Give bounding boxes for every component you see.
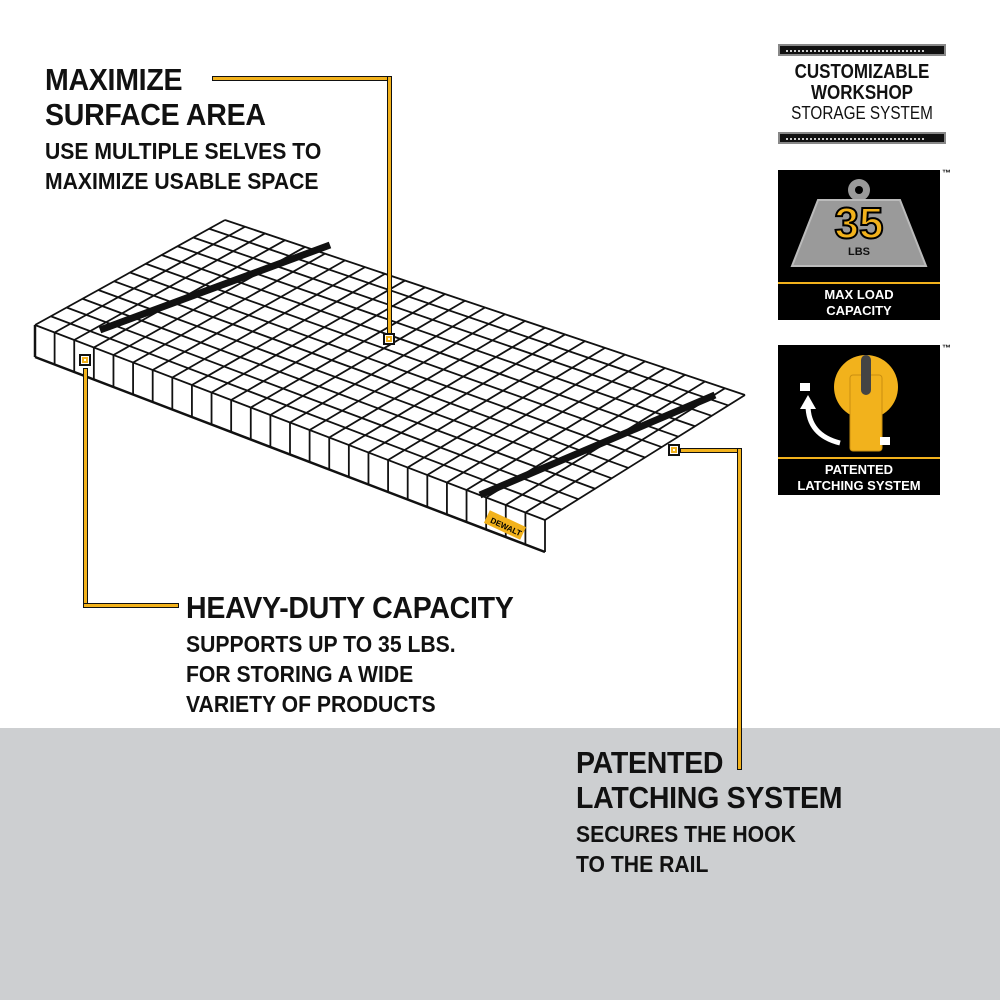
trademark: ™ bbox=[942, 343, 951, 353]
leader-line bbox=[387, 76, 392, 334]
shelf-wire bbox=[129, 271, 646, 459]
badge-label: CAPACITY bbox=[826, 303, 892, 318]
callout-body: SECURES THE HOOK bbox=[576, 821, 796, 847]
shelf-wire bbox=[478, 391, 717, 499]
gray-background-band bbox=[0, 728, 1000, 1000]
callout-body: TO THE RAIL bbox=[576, 851, 709, 877]
shelf-wire bbox=[34, 324, 546, 521]
callout-body: SUPPORTS UP TO 35 LBS. bbox=[186, 631, 456, 657]
header-line: WORKSHOP bbox=[811, 82, 913, 104]
shelf-wire bbox=[98, 241, 332, 334]
callout-capacity: HEAVY-DUTY CAPACITY SUPPORTS UP TO 35 LB… bbox=[186, 590, 542, 719]
callout-body: MAXIMIZE USABLE SPACE bbox=[45, 168, 319, 194]
header-line: CUSTOMIZABLE bbox=[794, 61, 930, 83]
callout-marker bbox=[383, 333, 395, 345]
badge-label: PATENTED bbox=[824, 462, 894, 477]
trademark: ™ bbox=[942, 168, 951, 178]
callout-title: MAXIMIZE bbox=[45, 62, 183, 97]
shelf-wire bbox=[82, 297, 596, 490]
rail-graphic bbox=[778, 132, 946, 144]
header-line: STORAGE SYSTEM bbox=[791, 103, 933, 123]
weight-unit: LBS bbox=[848, 246, 870, 258]
leader-line bbox=[680, 448, 742, 453]
callout-body: FOR STORING A WIDE bbox=[186, 661, 414, 687]
shelf-wire bbox=[145, 262, 662, 448]
callout-title: SURFACE AREA bbox=[45, 97, 266, 132]
shelf-wire bbox=[177, 245, 696, 428]
callout-marker bbox=[79, 354, 91, 366]
shelf-wire bbox=[34, 355, 546, 554]
system-header: CUSTOMIZABLE WORKSHOP STORAGE SYSTEM bbox=[778, 61, 946, 123]
shelf-wire bbox=[113, 280, 629, 469]
leader-line bbox=[83, 603, 179, 608]
shelf-wire bbox=[50, 315, 562, 511]
shelf-wire bbox=[66, 306, 579, 501]
callout-body: USE MULTIPLE SELVES TO bbox=[45, 138, 322, 164]
shelf-wire bbox=[161, 254, 679, 438]
callout-marker bbox=[668, 444, 680, 456]
shelf-wire bbox=[98, 289, 612, 480]
callout-body: VARIETY OF PRODUCTS bbox=[186, 691, 436, 717]
weight-icon bbox=[790, 179, 928, 267]
badge-label: LATCHING SYSTEM bbox=[797, 478, 921, 493]
callout-title: LATCHING SYSTEM bbox=[576, 780, 843, 815]
brand-tag bbox=[483, 510, 527, 540]
callout-title: PATENTED bbox=[576, 745, 724, 780]
leader-line bbox=[83, 368, 88, 608]
badge-label: MAX LOAD bbox=[824, 287, 894, 302]
weight-value: 35 bbox=[834, 199, 885, 248]
leader-line bbox=[212, 76, 392, 81]
callout-title: HEAVY-DUTY CAPACITY bbox=[186, 590, 514, 625]
latch-dial-icon bbox=[800, 355, 898, 452]
rail-graphic bbox=[778, 44, 946, 56]
leader-line bbox=[737, 448, 742, 770]
